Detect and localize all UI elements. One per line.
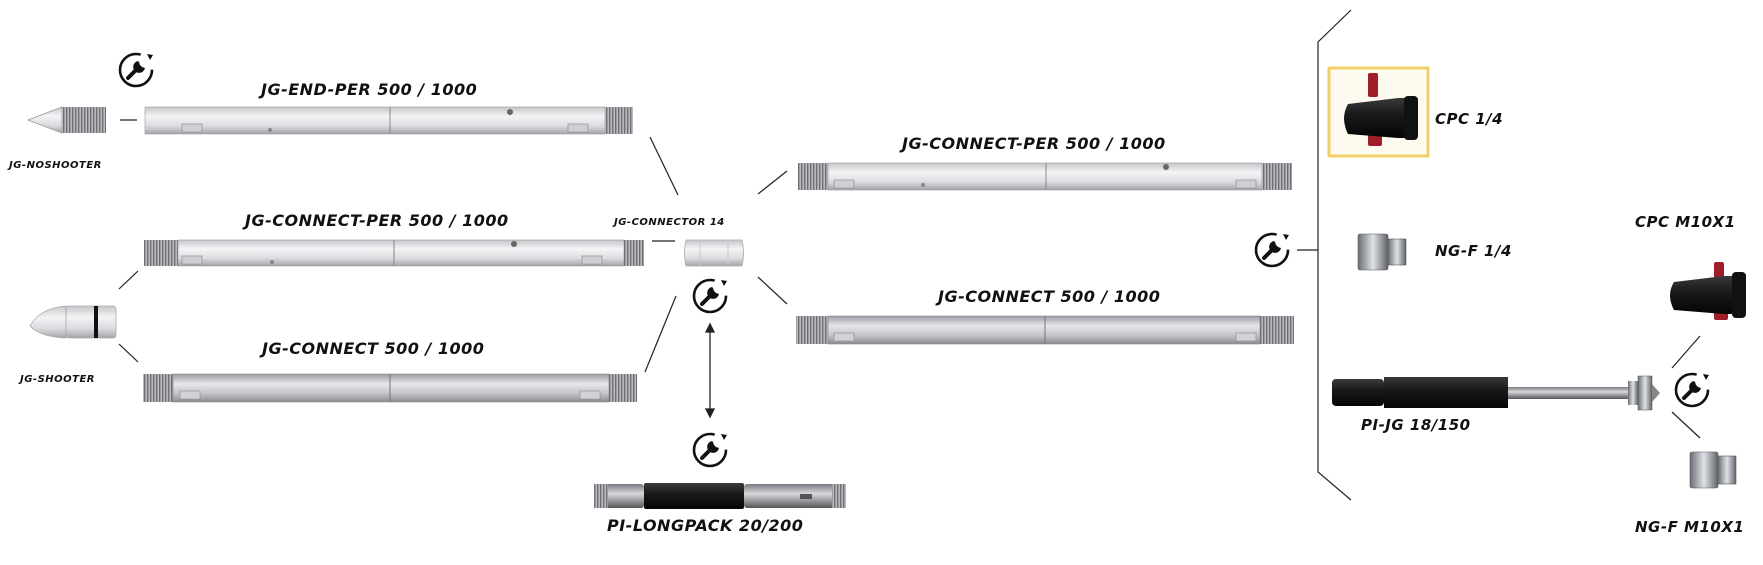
rod-jg-connect-left (143, 373, 637, 403)
label-jg-end-per: JG-END-PER 500 / 1000 (261, 80, 478, 99)
cpc-14-part (1327, 66, 1430, 158)
label-cpc-m10x1: CPC M10X1 (1635, 213, 1736, 231)
pi-longpack-part (594, 483, 846, 509)
pi-jg-part (1332, 375, 1660, 411)
label-ng-f-m10x1: NG-F M10X1 (1635, 518, 1745, 536)
rod-jg-connect-per-left (144, 239, 644, 267)
label-jg-connector: JG-CONNECTOR 14 (614, 217, 725, 228)
ng-f-14-part (1357, 233, 1407, 271)
wrench-rotate-icon (118, 52, 155, 88)
ng-f-m10x1-part (1689, 451, 1737, 489)
connector-lines (118, 9, 1701, 501)
double-arrow (704, 322, 716, 419)
rod-jg-connect-right (796, 315, 1294, 345)
label-jg-connect-per-left: JG-CONNECT-PER 500 / 1000 (245, 211, 509, 230)
label-jg-noshooter: JG-NOSHOOTER (9, 160, 102, 171)
label-pi-jg: PI-JG 18/150 (1361, 416, 1471, 434)
cpc-m10x1-part (1670, 262, 1746, 320)
wrench-rotate-icon (1674, 372, 1711, 408)
label-ng-f-14: NG-F 1/4 (1435, 242, 1512, 260)
rod-jg-connect-per-right (798, 162, 1292, 191)
rod-jg-end-per (144, 106, 633, 135)
label-jg-connect-left: JG-CONNECT 500 / 1000 (262, 339, 485, 358)
jg-noshooter-part (26, 106, 106, 134)
label-pi-longpack: PI-LONGPACK 20/200 (607, 516, 804, 535)
wrench-rotate-icon (1254, 232, 1291, 268)
label-jg-connect-right: JG-CONNECT 500 / 1000 (938, 287, 1161, 306)
wrench-rotate-icon (692, 278, 729, 314)
wrench-rotate-icon (692, 432, 729, 468)
label-cpc-14: CPC 1/4 (1435, 110, 1504, 128)
label-jg-connect-per-right: JG-CONNECT-PER 500 / 1000 (902, 134, 1166, 153)
jg-connector-part (684, 239, 744, 267)
jg-shooter-part (29, 305, 117, 339)
label-jg-shooter: JG-SHOOTER (20, 374, 96, 385)
